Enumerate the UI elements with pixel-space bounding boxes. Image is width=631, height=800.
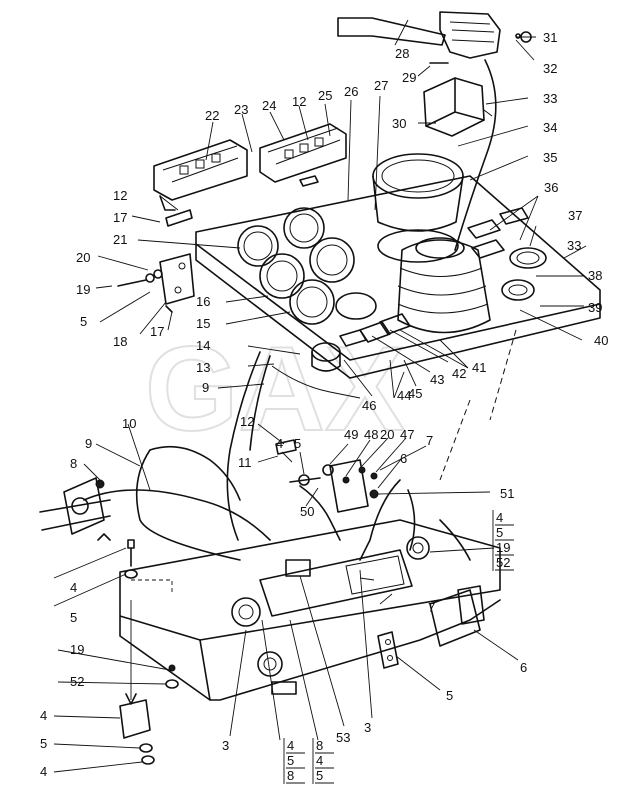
combination-switch: [337, 11, 532, 251]
callout-label: 18: [113, 334, 127, 349]
callout-label: 9: [85, 436, 92, 451]
callout-label: 15: [196, 316, 210, 331]
callout-label: 52: [70, 674, 84, 689]
callout-label: 5: [294, 436, 301, 451]
callout-label: 17: [113, 210, 127, 225]
clip-bracket: [299, 175, 319, 187]
relay-block: [423, 77, 493, 137]
callout-label: 31: [543, 30, 557, 45]
callout-label: 34: [543, 120, 557, 135]
callout-label: 4: [70, 580, 77, 595]
callout-label: 19: [76, 282, 90, 297]
callout-label: 30: [392, 116, 406, 131]
callout-label: 14: [196, 338, 210, 353]
callout-label: 5: [40, 736, 47, 751]
callout-label: 8: [70, 456, 77, 471]
callout-label: 35: [543, 150, 557, 165]
callout-label: 5: [70, 610, 77, 625]
callout-label: 10: [122, 416, 136, 431]
switch-panel-left: [153, 139, 248, 211]
callout-label: 12: [113, 188, 127, 203]
callout-label: 11: [238, 455, 252, 470]
callout-label: 43: [430, 372, 444, 387]
clamp-assembly: [39, 477, 111, 541]
callout-label: 6: [400, 451, 407, 466]
instrument-panel: [195, 153, 601, 379]
callout-label: 49: [344, 427, 358, 442]
callout-label: 38: [588, 268, 602, 283]
callout-label: 23: [234, 102, 248, 117]
callout-label: 5: [446, 688, 453, 703]
stacked-callout: 4: [316, 753, 323, 768]
callout-label: 3: [222, 738, 229, 753]
callout-label: 5: [80, 314, 87, 329]
callout-label: 24: [262, 98, 276, 113]
center-bracket: [275, 439, 379, 513]
callout-label: 22: [205, 108, 219, 123]
bracket-right: [377, 585, 485, 669]
callout-label: 16: [196, 294, 210, 309]
callout-label: 42: [452, 366, 466, 381]
fasteners-left: [119, 539, 179, 765]
stacked-callout: 4: [287, 738, 294, 753]
callout-label: 41: [472, 360, 486, 375]
callout-label: 27: [374, 78, 388, 93]
callout-label: 48: [364, 427, 378, 442]
callout-label: 25: [318, 88, 332, 103]
dashed-link: [439, 399, 471, 481]
callout-label: 4: [40, 708, 47, 723]
callout-label: 3: [364, 720, 371, 735]
callout-label: 20: [76, 250, 90, 265]
callout-label: 12: [240, 414, 254, 429]
callout-label: 33: [543, 91, 557, 106]
stacked-callout: 8: [316, 738, 323, 753]
callout-label: 40: [594, 333, 608, 348]
callout-label: 33: [567, 238, 581, 253]
stacked-callout: 5: [316, 768, 323, 783]
stacked-callout: 8: [287, 768, 294, 783]
callout-label: 28: [395, 46, 409, 61]
callout-label: 53: [336, 730, 350, 745]
callout-label: 45: [408, 386, 422, 401]
callout-label: 6: [520, 660, 527, 675]
callout-label: 4: [276, 436, 283, 451]
callout-label: 39: [588, 300, 602, 315]
callout-label: 36: [544, 180, 558, 195]
callout-label: 47: [400, 427, 414, 442]
stacked-callout: 52: [496, 555, 510, 570]
callout-label: 29: [402, 70, 416, 85]
callout-label: 20: [380, 427, 394, 442]
callout-label: 37: [568, 208, 582, 223]
callout-label: 51: [500, 486, 514, 501]
callout-label: 7: [426, 433, 433, 448]
callout-label: 9: [202, 380, 209, 395]
stacked-callout: 5: [287, 753, 294, 768]
callout-label: 50: [300, 504, 314, 519]
stacked-callout: 5: [496, 525, 503, 540]
callout-label: 46: [362, 398, 376, 413]
callout-label: 7: [428, 600, 435, 615]
callout-label: 26: [344, 84, 358, 99]
stacked-callout: 19: [496, 540, 510, 555]
callout-label: 4: [40, 764, 47, 779]
callout-label: 32: [543, 61, 557, 76]
switch-panel-right: [259, 123, 347, 183]
lower-console: [119, 519, 501, 701]
watermark: GAX: [145, 322, 405, 456]
callout-label: 21: [113, 232, 127, 247]
callout-label: 44: [397, 388, 411, 403]
callout-label: 17: [150, 324, 164, 339]
dashed-link: [489, 329, 517, 421]
callout-label: 13: [196, 360, 210, 375]
stacked-callout: 4: [496, 510, 503, 525]
callout-label: 19: [70, 642, 84, 657]
leader-lines: [53, 19, 587, 773]
bracket-left: [117, 209, 195, 313]
callout-label: 12: [292, 94, 306, 109]
